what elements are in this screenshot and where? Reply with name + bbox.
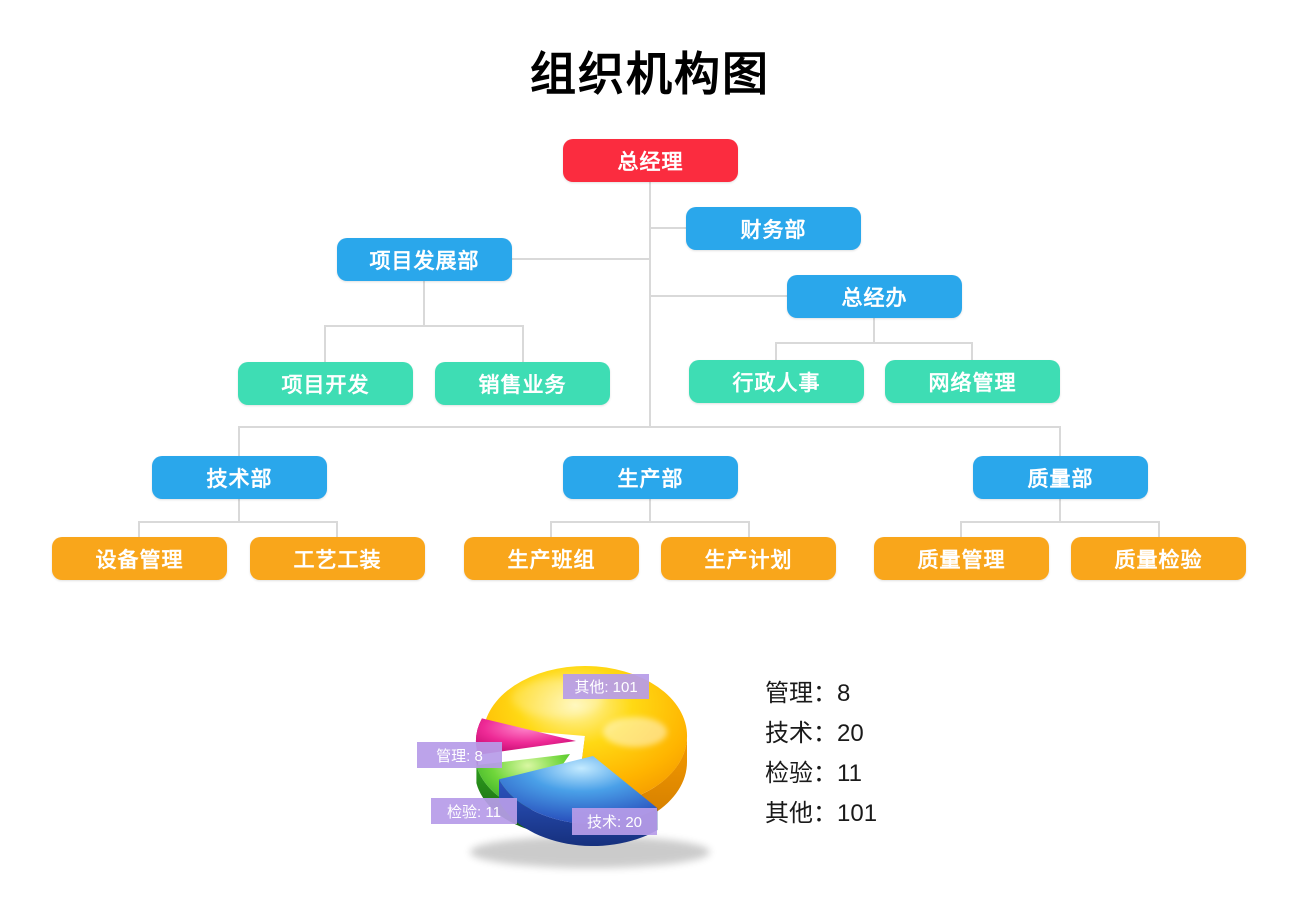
connector-line xyxy=(550,521,750,523)
pie-chart: 其他: 101 管理: 8 检验: 11 技术: 20 xyxy=(400,650,740,890)
connector-line xyxy=(960,521,1160,523)
pie-gloss-highlight xyxy=(603,717,667,747)
pie-callout-inspection: 检验: 11 xyxy=(431,798,517,824)
legend-item-other: 其他：101 xyxy=(765,800,878,827)
legend-item-inspection: 检验：11 xyxy=(765,760,862,787)
pie-callout-tech: 技术: 20 xyxy=(572,808,657,835)
org-node-quality-mgmt: 质量管理 xyxy=(874,537,1049,580)
connector-line xyxy=(324,325,524,327)
connector-line xyxy=(1158,521,1160,537)
connector-line xyxy=(775,342,973,344)
connector-line xyxy=(971,342,973,360)
connector-line xyxy=(649,499,651,523)
org-node-quality-dept: 质量部 xyxy=(973,456,1148,499)
pie-chart-graphic xyxy=(470,665,710,868)
connector-line xyxy=(522,325,524,362)
pie-legend: 管理：8 技术：20 检验：11 其他：101 xyxy=(765,674,877,834)
connector-line xyxy=(1059,499,1061,523)
org-node-project-dev-dept: 项目发展部 xyxy=(337,238,512,281)
pie-callout-other: 其他: 101 xyxy=(563,674,649,699)
connector-line xyxy=(423,281,425,327)
connector-line xyxy=(650,295,787,297)
connector-line xyxy=(138,521,338,523)
org-node-quality-inspection: 质量检验 xyxy=(1071,537,1246,580)
org-node-production-dept: 生产部 xyxy=(563,456,738,499)
connector-line xyxy=(138,521,140,537)
connector-line xyxy=(336,521,338,537)
org-node-process-tooling: 工艺工装 xyxy=(250,537,425,580)
connector-line xyxy=(512,258,650,260)
org-node-equipment-mgmt: 设备管理 xyxy=(52,537,227,580)
org-node-network-mgmt: 网络管理 xyxy=(885,360,1060,403)
pie-callout-mgmt: 管理: 8 xyxy=(417,742,502,768)
connector-line xyxy=(650,227,686,229)
connector-line xyxy=(748,521,750,537)
page-title: 组织机构图 xyxy=(530,48,770,100)
connector-line xyxy=(550,521,552,537)
org-node-production-plan: 生产计划 xyxy=(661,537,836,580)
org-node-admin-hr: 行政人事 xyxy=(689,360,864,403)
connector-line xyxy=(324,325,326,362)
org-node-production-team: 生产班组 xyxy=(464,537,639,580)
connector-line xyxy=(238,426,1061,428)
connector-line xyxy=(238,499,240,523)
connector-line xyxy=(775,342,777,360)
connector-line xyxy=(960,521,962,537)
org-node-project-dev: 项目开发 xyxy=(238,362,413,405)
org-node-gm-office: 总经办 xyxy=(787,275,962,318)
org-node-sales: 销售业务 xyxy=(435,362,610,405)
pie-shadow xyxy=(470,836,710,868)
legend-item-tech: 技术：20 xyxy=(765,720,864,747)
org-node-finance-dept: 财务部 xyxy=(686,207,861,250)
connector-line xyxy=(873,318,875,344)
org-node-general-manager: 总经理 xyxy=(563,139,738,182)
connector-line xyxy=(649,182,651,428)
connector-line xyxy=(238,426,240,456)
org-node-tech-dept: 技术部 xyxy=(152,456,327,499)
legend-item-mgmt: 管理：8 xyxy=(765,680,851,707)
connector-line xyxy=(1059,426,1061,456)
pie-slice-tech xyxy=(499,756,658,825)
